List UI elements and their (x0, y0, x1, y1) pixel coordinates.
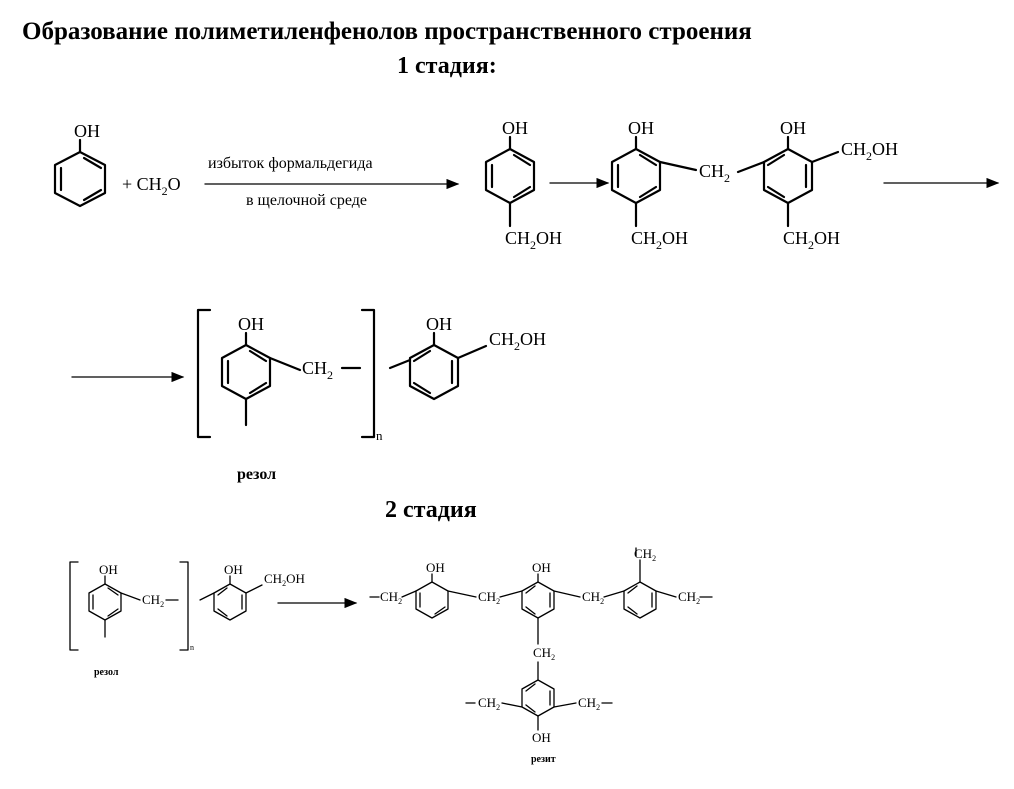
ch2oh-label: CH2OH (505, 228, 562, 252)
condition-alkaline-medium: в щелочной среде (246, 192, 367, 209)
resit-ch2-e: CH2 (533, 645, 555, 662)
resol-name: резол (237, 466, 276, 483)
resit-ch2-c: CH2 (582, 589, 604, 606)
resol-n-subscript: n (376, 428, 383, 443)
oh-label: OH (502, 118, 528, 138)
resit-ch2-a: CH2 (380, 589, 402, 606)
dimer-bridge-ch2: CH2 (699, 161, 730, 185)
condition-excess-formaldehyde: избыток формальдегида (208, 155, 373, 172)
dimer-molecule: OH CH2OH CH2 OH CH2OH CH2OH (610, 118, 898, 252)
resit-structure: CH2 OH CH2 OH CH2 CH2 CH2 CH2 (369, 546, 713, 765)
resit-oh-a: OH (426, 560, 445, 575)
stage-1-heading: 1 стадия: (397, 53, 497, 79)
formaldehyde-reagent: + CH2O (122, 174, 181, 198)
phenol-oh-label: OH (74, 121, 100, 141)
svg-text:+ CH2O: + CH2O (122, 174, 181, 198)
resit-ch2-g: CH2 (578, 695, 600, 712)
resit-oh-d: OH (532, 730, 551, 745)
resol-small-oh-1: OH (99, 562, 118, 577)
dimer-right-oh: OH (780, 118, 806, 138)
resol-small-ch2: CH2 (142, 592, 164, 609)
page-title: Образование полиметиленфенолов пространс… (22, 18, 752, 45)
resol-small-ch2oh: CH2OH (264, 571, 305, 588)
resol-ch2oh: CH2OH (489, 329, 546, 353)
reagent-ch-text: + CH (122, 174, 162, 194)
reaction-arrow-1: избыток формальдегида в щелочной среде (204, 155, 460, 209)
resol-structure: n OH CH2 OH CH2OH резол (196, 308, 546, 483)
reagent-o-text: O (168, 174, 181, 194)
resol-oh-1: OH (238, 314, 264, 334)
resit-ch2-b: CH2 (478, 589, 500, 606)
dimer-right-ch2oh-bottom: CH2OH (783, 228, 840, 252)
stage-2-heading: 2 стадия (385, 497, 477, 523)
reagent-sub-2: 2 (162, 184, 168, 198)
resol-small-oh-2: OH (224, 562, 243, 577)
resol-small-structure: n OH CH2 OH CH2OH резол (69, 561, 305, 678)
phenol-molecule: OH (53, 121, 107, 208)
resit-ch2-d: CH2 (678, 589, 700, 606)
resol-small-n: n (190, 643, 194, 652)
dimer-right-ch2oh-top: CH2OH (841, 139, 898, 163)
hydroxymethylphenol-molecule: OH CH2OH (484, 118, 562, 252)
resol-ch2: CH2 (302, 358, 333, 382)
resol-oh-2: OH (426, 314, 452, 334)
resit-ch2-f: CH2 (478, 695, 500, 712)
dimer-left-oh: OH (628, 118, 654, 138)
resol-small-name: резол (94, 667, 119, 678)
resit-name: резит (531, 754, 556, 765)
resit-ch2-top: CH2 (634, 546, 656, 563)
resit-oh-b: OH (532, 560, 551, 575)
dimer-left-ch2oh: CH2OH (631, 228, 688, 252)
